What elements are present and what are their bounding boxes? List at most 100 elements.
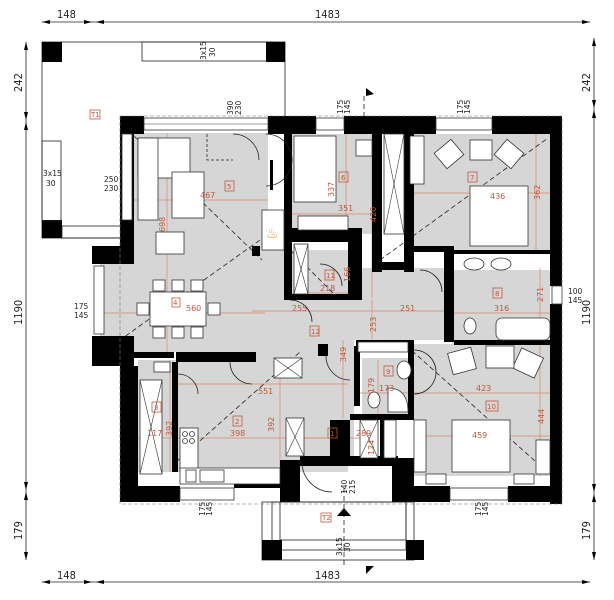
section-marker-icon-top <box>366 88 374 96</box>
room-label-4: 4 <box>173 299 178 307</box>
svg-text:215: 215 <box>348 479 357 494</box>
room-label-t2: T2 <box>321 514 331 522</box>
svg-text:351: 351 <box>338 204 353 213</box>
svg-text:3x15: 3x15 <box>335 537 344 556</box>
bed-room7 <box>469 185 529 247</box>
armchair-r7-left <box>433 138 465 170</box>
svg-text:175: 175 <box>74 302 89 311</box>
svg-text:459: 459 <box>472 431 487 440</box>
svg-text:117: 117 <box>147 429 162 438</box>
dim-right-bottom: 179 <box>580 521 593 540</box>
svg-text:230: 230 <box>234 100 243 115</box>
svg-text:271: 271 <box>536 287 545 302</box>
boiler <box>153 361 171 373</box>
room-label-10: 10 <box>487 403 496 411</box>
svg-text:30: 30 <box>46 179 56 188</box>
furniture: ♨ <box>136 133 551 485</box>
svg-text:467: 467 <box>200 191 215 200</box>
room-label-3: 3 <box>154 404 158 412</box>
svg-text:145: 145 <box>463 99 472 114</box>
svg-text:218: 218 <box>320 284 335 293</box>
room-label-7: 7 <box>470 174 474 182</box>
room-labels: 5 467 698 4 560 6 351 337 420 7 436 362 … <box>147 171 546 455</box>
svg-text:145: 145 <box>74 311 89 320</box>
svg-text:175: 175 <box>456 99 465 114</box>
svg-text:392: 392 <box>165 421 174 436</box>
room-label-5: 5 <box>227 183 231 191</box>
svg-text:145: 145 <box>568 296 583 305</box>
svg-text:560: 560 <box>186 304 201 313</box>
bed-room10 <box>451 419 511 473</box>
room-label-9: 9 <box>386 368 390 376</box>
armchair <box>155 231 185 255</box>
section-marker-icon-bottom <box>366 566 374 574</box>
svg-text:100: 100 <box>568 287 583 296</box>
armchair-r10-left <box>447 346 477 376</box>
bed-room6 <box>293 135 337 203</box>
room-label-8: 8 <box>495 290 499 298</box>
svg-text:289: 289 <box>356 429 371 438</box>
sink <box>463 257 485 271</box>
dim-top-width: 1483 <box>315 8 340 21</box>
dining-table <box>136 279 221 339</box>
svg-text:124: 124 <box>367 440 376 455</box>
svg-text:362: 362 <box>533 185 542 200</box>
svg-text:175: 175 <box>198 501 207 516</box>
armchair-r7-right <box>493 138 525 170</box>
dim-left-top: 242 <box>12 73 25 92</box>
svg-text:230: 230 <box>104 184 119 193</box>
svg-text:551: 551 <box>258 387 273 396</box>
section-marker-icon <box>337 508 351 516</box>
armchair-r10-right <box>511 347 545 379</box>
room-label-6: 6 <box>341 174 346 182</box>
walls <box>92 116 562 504</box>
svg-text:166: 166 <box>343 267 352 282</box>
fireplace-icon: ♨ <box>266 226 279 242</box>
dim-right-middle: 1190 <box>580 300 593 325</box>
shower <box>387 387 409 413</box>
svg-text:337: 337 <box>327 182 336 197</box>
svg-text:349: 349 <box>339 347 348 362</box>
room-label-12: 12 <box>311 328 320 336</box>
svg-text:255: 255 <box>292 304 307 313</box>
svg-text:145: 145 <box>343 99 352 114</box>
svg-text:173: 173 <box>379 384 394 393</box>
svg-text:444: 444 <box>537 409 546 424</box>
svg-text:30: 30 <box>343 542 352 552</box>
room-label-11: 11 <box>326 272 335 280</box>
svg-text:698: 698 <box>158 217 167 232</box>
bathtub <box>495 317 551 341</box>
svg-text:140: 140 <box>340 479 349 494</box>
svg-text:423: 423 <box>476 384 491 393</box>
svg-text:179: 179 <box>367 378 376 393</box>
building-outline <box>119 115 563 505</box>
svg-text:392: 392 <box>267 417 276 432</box>
svg-text:251: 251 <box>400 304 415 313</box>
room-label-t1: T1 <box>90 111 100 119</box>
room-label-1: 1 <box>330 430 334 438</box>
svg-text:436: 436 <box>490 192 505 201</box>
doors <box>177 133 443 493</box>
svg-text:253: 253 <box>369 317 378 332</box>
svg-text:3x15: 3x15 <box>43 169 62 178</box>
dim-right-top: 242 <box>580 73 593 92</box>
svg-text:175: 175 <box>336 99 345 114</box>
svg-text:145: 145 <box>481 501 490 516</box>
room-label-2: 2 <box>235 418 239 426</box>
svg-text:175: 175 <box>474 501 483 516</box>
desk-chair <box>355 139 373 157</box>
dim-left-bottom: 179 <box>12 521 25 540</box>
dim-left-middle: 1190 <box>12 300 25 325</box>
toilet <box>463 317 477 335</box>
fireplace <box>261 209 285 251</box>
svg-text:145: 145 <box>205 501 214 516</box>
svg-text:390: 390 <box>226 100 235 115</box>
svg-text:420: 420 <box>369 207 378 222</box>
dimension-lines: 148 1483 148 1483 242 1190 179 242 1190 … <box>12 8 596 584</box>
svg-text:30: 30 <box>208 47 217 57</box>
coffee-table <box>171 171 205 219</box>
svg-text:316: 316 <box>494 304 509 313</box>
dim-bottom-width: 1483 <box>315 569 340 582</box>
terrace-t2: T2 <box>261 88 424 574</box>
